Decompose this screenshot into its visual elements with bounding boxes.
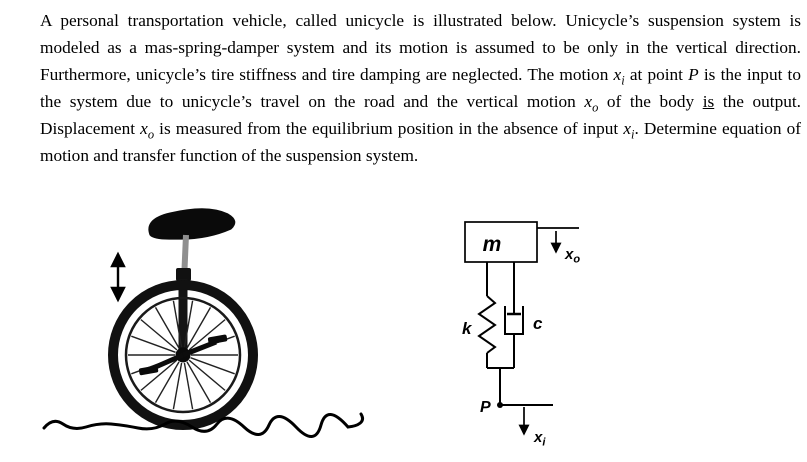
unicycle-clamp <box>176 268 191 281</box>
wheel-spoke <box>186 361 212 403</box>
problem-text-segment: i <box>621 73 625 88</box>
mass-spring-damper-diagram: m xo k c P xi <box>462 221 580 449</box>
wheel-spoke <box>186 307 212 349</box>
mass-block <box>464 221 538 263</box>
problem-text-segment: x <box>584 92 593 111</box>
problem-text-segment: of the body <box>598 92 703 111</box>
problem-text-segment: A personal transportation vehicle, calle… <box>40 11 801 84</box>
spring-coil <box>477 295 497 354</box>
problem-text-segment: . Determine equation of motion and trans… <box>40 119 801 165</box>
wheel-spoke <box>131 335 176 353</box>
figure: m xo k c P xi <box>42 208 580 449</box>
xi-label-sub: i <box>542 437 546 449</box>
xi-label: xi <box>533 429 546 449</box>
unicycle-pedal-right <box>207 334 228 345</box>
xo-label-sub: o <box>573 254 580 266</box>
problem-text-segment: x <box>613 65 622 84</box>
wheel-spoke <box>188 319 226 351</box>
wheel-spoke <box>188 359 226 391</box>
wheel-spoke <box>183 300 194 348</box>
wheel-spoke <box>172 300 183 348</box>
problem-text-segment: x <box>140 119 148 138</box>
wheel-spoke <box>190 357 235 375</box>
unicycle-pedal-left <box>138 365 159 376</box>
wheel-spoke <box>154 361 180 403</box>
unicycle-saddle <box>148 208 236 240</box>
problem-text-segment: the output. Displacement <box>40 92 801 138</box>
unicycle-illustration <box>42 208 364 438</box>
unicycle-tire <box>108 280 258 430</box>
problem-text-segment: is <box>702 92 715 111</box>
wheel-spoke <box>140 319 178 351</box>
problem-text-segment: is the input to the system due to unicyc… <box>40 65 801 111</box>
wheel-spoke <box>140 359 178 391</box>
problem-statement: A personal transportation vehicle, calle… <box>0 0 807 169</box>
damper-label: c <box>533 314 543 333</box>
problem-text-segment: is measured from the equilibrium positio… <box>154 119 624 138</box>
mass-label: m <box>483 233 502 256</box>
wheel-spoke <box>172 362 183 410</box>
point-p-dot <box>497 402 503 408</box>
problem-text-segment: o <box>147 127 155 142</box>
problem-text-segment: x <box>623 119 632 138</box>
xo-label: xo <box>564 246 580 266</box>
unicycle-rim <box>124 296 242 414</box>
point-p-label: P <box>480 399 491 416</box>
problem-text-segment: o <box>592 100 599 115</box>
problem-text-segment: at point <box>624 65 689 84</box>
problem-text-segment: i <box>631 127 635 142</box>
wheel-spoke <box>154 307 180 349</box>
spring-label: k <box>462 319 473 338</box>
problem-text-segment: P <box>688 65 699 84</box>
xi-label-base: x <box>533 429 543 446</box>
ground-line <box>42 412 364 438</box>
wheel-spoke <box>183 362 194 410</box>
xo-label-base: x <box>564 246 574 263</box>
